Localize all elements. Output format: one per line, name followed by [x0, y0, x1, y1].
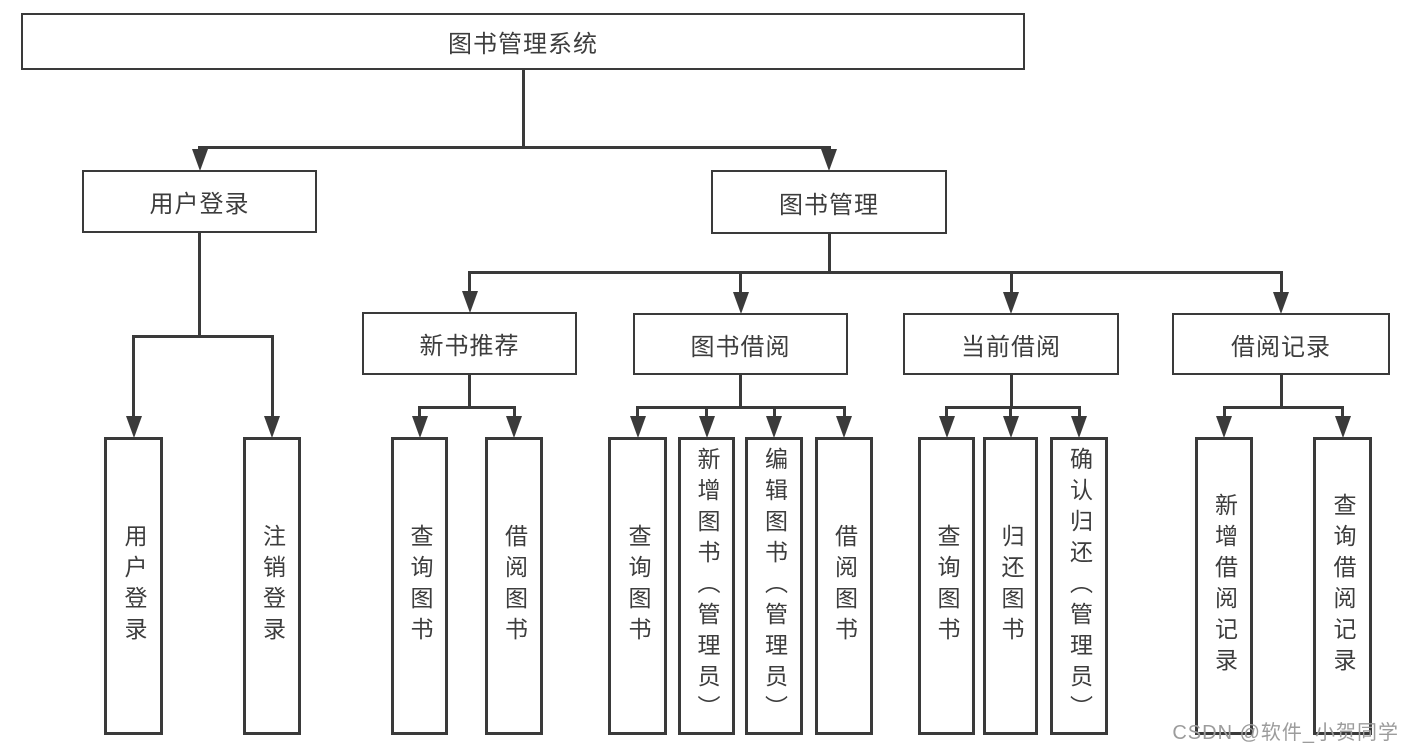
diagram-node-leaf-logout: 注销登录	[243, 437, 301, 735]
connector-hline	[132, 335, 274, 338]
node-label: 归还图书	[998, 524, 1024, 648]
node-label: 新增借阅记录	[1211, 493, 1238, 679]
connector-vline	[842, 406, 846, 419]
connector-vline	[132, 335, 135, 419]
connector-hline	[468, 271, 1283, 274]
diagram-node-leaf-confirm-return: 确认归还（管理员）	[1050, 437, 1108, 735]
node-label: 编辑图书（管理员）	[761, 446, 788, 726]
connector-arrow	[1273, 292, 1289, 314]
connector-stub	[468, 374, 471, 409]
connector-vline	[1279, 271, 1283, 295]
node-label: 用户登录	[121, 524, 147, 648]
connector-stub	[739, 374, 742, 409]
diagram-node-leaf-borrow-book-1: 借阅图书	[485, 437, 543, 735]
connector-stub	[827, 233, 831, 274]
connector-hline	[636, 406, 846, 409]
connector-vline	[705, 406, 708, 419]
connector-stub	[1279, 374, 1283, 409]
connector-arrow	[125, 416, 142, 438]
connector-arrow	[766, 416, 782, 438]
connector-arrow	[1334, 416, 1351, 438]
connector-vline	[512, 406, 516, 419]
connector-arrow	[506, 416, 522, 438]
node-label: 确认归还（管理员）	[1066, 446, 1093, 726]
node-label: 借阅图书	[501, 524, 528, 648]
connector-arrow	[461, 291, 478, 313]
diagram-node-leaf-user-login: 用户登录	[104, 437, 163, 735]
connector-vline	[636, 406, 639, 419]
connector-arrow	[264, 416, 280, 438]
connector-vline	[772, 406, 776, 419]
node-label: 查询借阅记录	[1330, 493, 1356, 679]
diagram-node-new-book-rec: 新书推荐	[362, 312, 577, 375]
node-label: 注销登录	[259, 524, 286, 648]
diagram-node-borrow-record: 借阅记录	[1172, 313, 1390, 375]
node-label: 新书推荐	[419, 333, 520, 360]
node-label: 借阅记录	[1231, 333, 1331, 361]
diagram-node-current-borrow: 当前借阅	[903, 313, 1119, 375]
diagram-node-leaf-query-book-3: 查询图书	[918, 437, 975, 735]
diagram-node-leaf-query-book-1: 查询图书	[391, 437, 448, 735]
diagram-node-book-mgmt: 图书管理	[711, 170, 947, 234]
connector-vline	[418, 406, 421, 419]
connector-stub	[521, 69, 525, 149]
node-label: 借阅图书	[831, 524, 858, 648]
connector-vline	[1341, 406, 1344, 419]
node-label: 用户登录	[149, 191, 250, 218]
connector-arrow	[732, 292, 749, 314]
diagram-node-leaf-add-borrow-rec: 新增借阅记录	[1195, 437, 1253, 735]
diagram-node-leaf-edit-book: 编辑图书（管理员）	[745, 437, 803, 735]
connector-arrow	[1003, 292, 1019, 314]
node-label: 新增图书（管理员）	[694, 446, 720, 726]
node-label: 当前借阅	[961, 333, 1061, 361]
node-label: 图书管理系统	[448, 31, 598, 58]
diagram-node-user-login: 用户登录	[82, 170, 317, 233]
diagram-node-root: 图书管理系统	[21, 13, 1025, 70]
diagram-node-leaf-add-book: 新增图书（管理员）	[678, 437, 735, 735]
diagram-node-leaf-query-book-2: 查询图书	[608, 437, 667, 735]
connector-arrow	[938, 416, 955, 438]
connector-arrow	[191, 149, 208, 171]
connector-vline	[1009, 271, 1013, 295]
connector-stub	[198, 232, 201, 338]
connector-arrow	[1002, 416, 1019, 438]
connector-arrow	[629, 416, 646, 438]
connector-hline	[198, 146, 831, 149]
connector-arrow	[1071, 416, 1087, 438]
watermark: CSDN @软件_小贺同学	[1172, 722, 1399, 744]
diagram-node-leaf-borrow-book-2: 借阅图书	[815, 437, 873, 735]
connector-arrow	[698, 416, 715, 438]
connector-arrow	[821, 149, 837, 171]
connector-vline	[468, 271, 471, 294]
connector-hline	[1222, 406, 1344, 409]
connector-vline	[739, 271, 742, 295]
connector-stub	[1009, 374, 1013, 409]
node-label: 查询图书	[625, 524, 651, 648]
connector-arrow	[836, 416, 852, 438]
node-label: 查询图书	[934, 524, 960, 648]
connector-vline	[1222, 406, 1226, 419]
connector-vline	[270, 335, 274, 419]
connector-arrow	[1216, 416, 1232, 438]
connector-hline	[418, 406, 516, 409]
connector-vline	[1077, 406, 1081, 419]
connector-hline	[945, 406, 1081, 409]
node-label: 查询图书	[407, 524, 433, 648]
connector-vline	[1009, 406, 1012, 419]
diagram-node-book-borrow: 图书借阅	[633, 313, 848, 375]
diagram-node-leaf-query-borrow-rec: 查询借阅记录	[1313, 437, 1372, 735]
node-label: 图书管理	[779, 191, 879, 219]
connector-arrow	[411, 416, 428, 438]
diagram-node-leaf-return-book: 归还图书	[983, 437, 1038, 735]
connector-vline	[945, 406, 948, 419]
node-label: 图书借阅	[690, 333, 791, 361]
